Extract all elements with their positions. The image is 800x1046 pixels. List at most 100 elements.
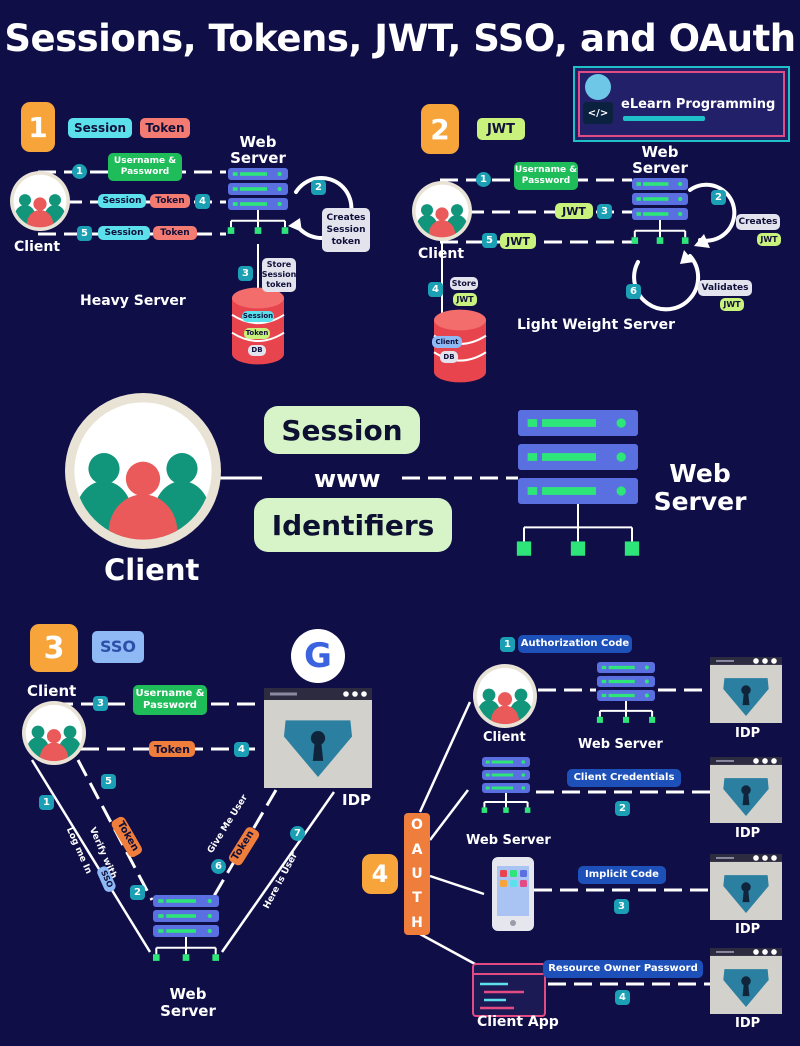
s4-flow3-idp: IDP: [735, 922, 761, 937]
server-port: [624, 541, 640, 556]
oauth-letter-t: T: [412, 890, 422, 907]
avatar-center-head: [435, 207, 449, 221]
s4-branch-3: [429, 874, 485, 896]
server-led-bar: [643, 197, 669, 201]
avatar-side-head: [63, 725, 77, 739]
brand-avatar-icon: [585, 74, 611, 100]
s1-database: [231, 287, 285, 365]
s1-session-pill-b: Session: [98, 226, 150, 240]
s2-step-1: 1: [476, 172, 491, 187]
s2-web-server: [631, 178, 689, 244]
idp-bar: [270, 692, 297, 696]
server-port: [681, 237, 689, 244]
keyhole-stem: [742, 792, 750, 806]
idp-dot: [771, 658, 777, 664]
s4-flow1-idp: IDP: [735, 726, 761, 741]
s3-line-1: [30, 759, 152, 953]
server-port: [649, 716, 656, 723]
s2-client-avatar: [412, 181, 472, 241]
s3-client-avatar: [22, 701, 86, 765]
idp-dot: [753, 758, 759, 764]
s1-session-pill-a: Session: [98, 194, 146, 208]
keyhole-stem: [742, 983, 750, 997]
db-bottom: [434, 361, 486, 383]
s3-step-3: 3: [93, 696, 108, 711]
server-port: [503, 807, 509, 813]
avatar-center-body: [39, 742, 69, 762]
server-port: [570, 541, 586, 556]
server-port: [656, 237, 664, 244]
s4-flow2-idp: IDP: [735, 826, 761, 841]
phone-app-icon: [510, 870, 517, 877]
oauth-label: O A U T H: [404, 813, 430, 935]
avatar-center-body: [490, 705, 520, 725]
s4-idp-2: [710, 757, 782, 823]
server-led-dot: [207, 913, 212, 919]
phone-home-button: [510, 920, 516, 926]
server-led-bar: [166, 929, 196, 933]
s1-arrowhead: [288, 218, 302, 232]
avatar-side-head: [88, 453, 120, 485]
s4-step-2: 2: [615, 801, 630, 816]
avatar-center-head: [46, 729, 62, 744]
s2-db-label: DB: [440, 351, 458, 363]
avatar-side-head: [49, 194, 61, 207]
server-led-dot: [521, 773, 526, 777]
s4-client-credentials: Client Credentials: [567, 769, 681, 787]
server-led-small: [485, 760, 490, 764]
s4-resource-owner-password: Resource Owner Password: [543, 960, 703, 978]
server-led-bar: [542, 453, 596, 461]
s2-step-4: 4: [428, 282, 443, 297]
idp-dot: [762, 758, 768, 764]
s2-jwt-pill-5: JWT: [500, 233, 536, 249]
server-led-dot: [521, 760, 526, 764]
server-led-small: [158, 914, 164, 918]
s1-step-2: 2: [311, 180, 326, 195]
s2-validates-arc: [632, 254, 701, 312]
section-3-number: 3: [30, 624, 78, 672]
section-1-caption: Heavy Server: [80, 293, 186, 309]
server-led-small: [636, 197, 641, 201]
section-3-client-label: Client: [27, 682, 77, 700]
s2-creates-jwt: JWT: [757, 233, 781, 246]
server-led-small: [601, 679, 607, 684]
s1-db-token: Token: [244, 328, 270, 339]
server-led-bar: [608, 693, 635, 698]
server-led-dot: [616, 486, 626, 496]
server-led-bar: [643, 182, 669, 186]
oauth-letter-o: O: [411, 817, 423, 834]
server-led-small: [527, 419, 538, 427]
idp-dot: [753, 855, 759, 861]
s4-flow1-server: Web Server: [578, 737, 663, 752]
brand-underline: [623, 116, 705, 121]
server-port: [524, 807, 531, 813]
s2-creates: Creates: [736, 214, 780, 230]
s2-validates-jwt: JWT: [720, 298, 744, 311]
server-led-bar: [643, 212, 669, 216]
idp-bar: [716, 659, 734, 662]
s1-step-3: 3: [238, 266, 253, 281]
server-led-dot: [521, 786, 526, 790]
brand-logo-frame: [578, 71, 785, 137]
server-led-dot: [277, 171, 282, 177]
phone-app-icon: [500, 870, 507, 877]
s1-step-4: 4: [195, 194, 210, 209]
s4-flow4-client-app: Client App: [477, 1014, 559, 1030]
server-led-dot: [678, 181, 683, 187]
s1-token-pill-b: Token: [153, 226, 197, 240]
server-led-small: [601, 693, 607, 698]
server-led-bar: [240, 187, 267, 191]
google-letter: G: [304, 636, 332, 676]
section-3-idp-label: IDP: [342, 791, 372, 809]
server-port: [631, 237, 639, 244]
s1-username-password: Username & Password: [108, 153, 182, 181]
db-top: [232, 287, 284, 309]
keyhole-top: [741, 785, 751, 795]
server-led-bar: [491, 786, 514, 790]
keyhole-top: [310, 731, 326, 746]
server-led-dot: [207, 898, 212, 904]
s2-arrowhead-2: [680, 250, 694, 264]
s4-step-1: 1: [500, 637, 515, 652]
s2-step-2: 2: [711, 190, 726, 205]
idp-dot: [753, 949, 759, 955]
